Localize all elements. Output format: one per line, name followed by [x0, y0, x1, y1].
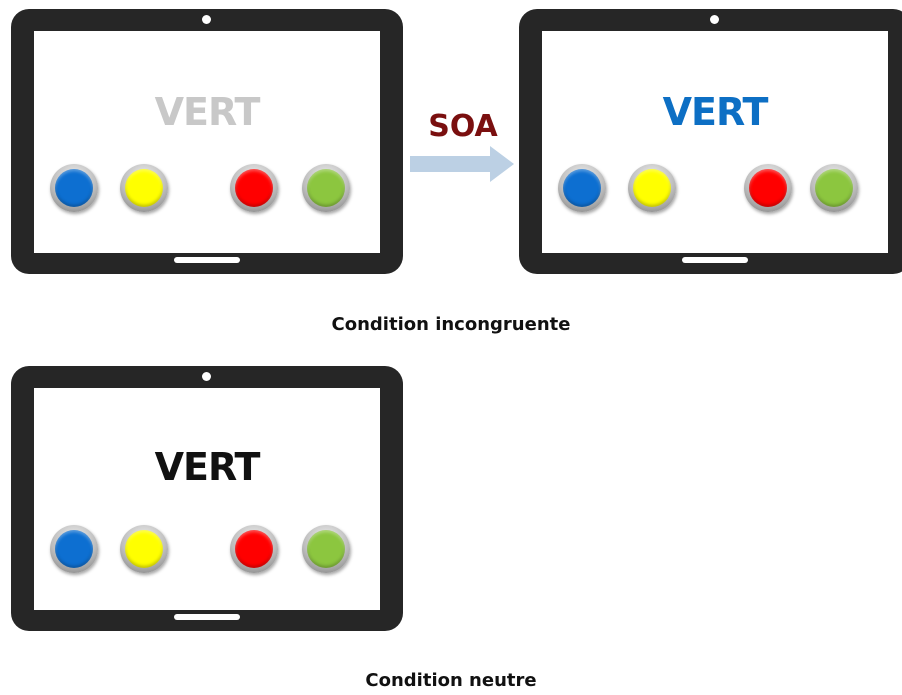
button-blue[interactable] [50, 525, 98, 573]
button-red[interactable] [744, 164, 792, 212]
button-green[interactable] [302, 164, 350, 212]
color-word: VERT [662, 90, 769, 134]
camera-dot [710, 15, 719, 24]
button-fill [55, 169, 93, 207]
home-button [174, 257, 240, 263]
button-fill [749, 169, 787, 207]
home-button [682, 257, 748, 263]
arrow-shape [410, 146, 514, 182]
tablet-screen: VERT [34, 388, 380, 610]
caption-incongruent: Condition incongruente [331, 314, 571, 335]
button-yellow[interactable] [628, 164, 676, 212]
button-fill [633, 169, 671, 207]
button-fill [125, 530, 163, 568]
caption-neutral: Condition neutre [365, 670, 537, 691]
home-button [174, 614, 240, 620]
button-fill [815, 169, 853, 207]
button-fill [125, 169, 163, 207]
tablet-screen: VERT [34, 31, 380, 253]
tablet-screen: VERT [542, 31, 888, 253]
button-fill [235, 169, 273, 207]
button-fill [55, 530, 93, 568]
button-fill [235, 530, 273, 568]
soa-label: SOA [428, 109, 498, 144]
button-red[interactable] [230, 525, 278, 573]
button-green[interactable] [810, 164, 858, 212]
color-word: VERT [154, 90, 261, 134]
tablet-incongruent-before: VERT [11, 9, 403, 274]
button-fill [563, 169, 601, 207]
button-fill [307, 169, 345, 207]
button-red[interactable] [230, 164, 278, 212]
color-word: VERT [154, 445, 261, 489]
button-fill [307, 530, 345, 568]
button-blue[interactable] [558, 164, 606, 212]
camera-dot [202, 15, 211, 24]
button-yellow[interactable] [120, 164, 168, 212]
tablet-incongruent-after: VERT [519, 9, 902, 274]
soa-arrow [410, 146, 514, 182]
button-blue[interactable] [50, 164, 98, 212]
tablet-neutral: VERT [11, 366, 403, 631]
button-yellow[interactable] [120, 525, 168, 573]
button-green[interactable] [302, 525, 350, 573]
camera-dot [202, 372, 211, 381]
